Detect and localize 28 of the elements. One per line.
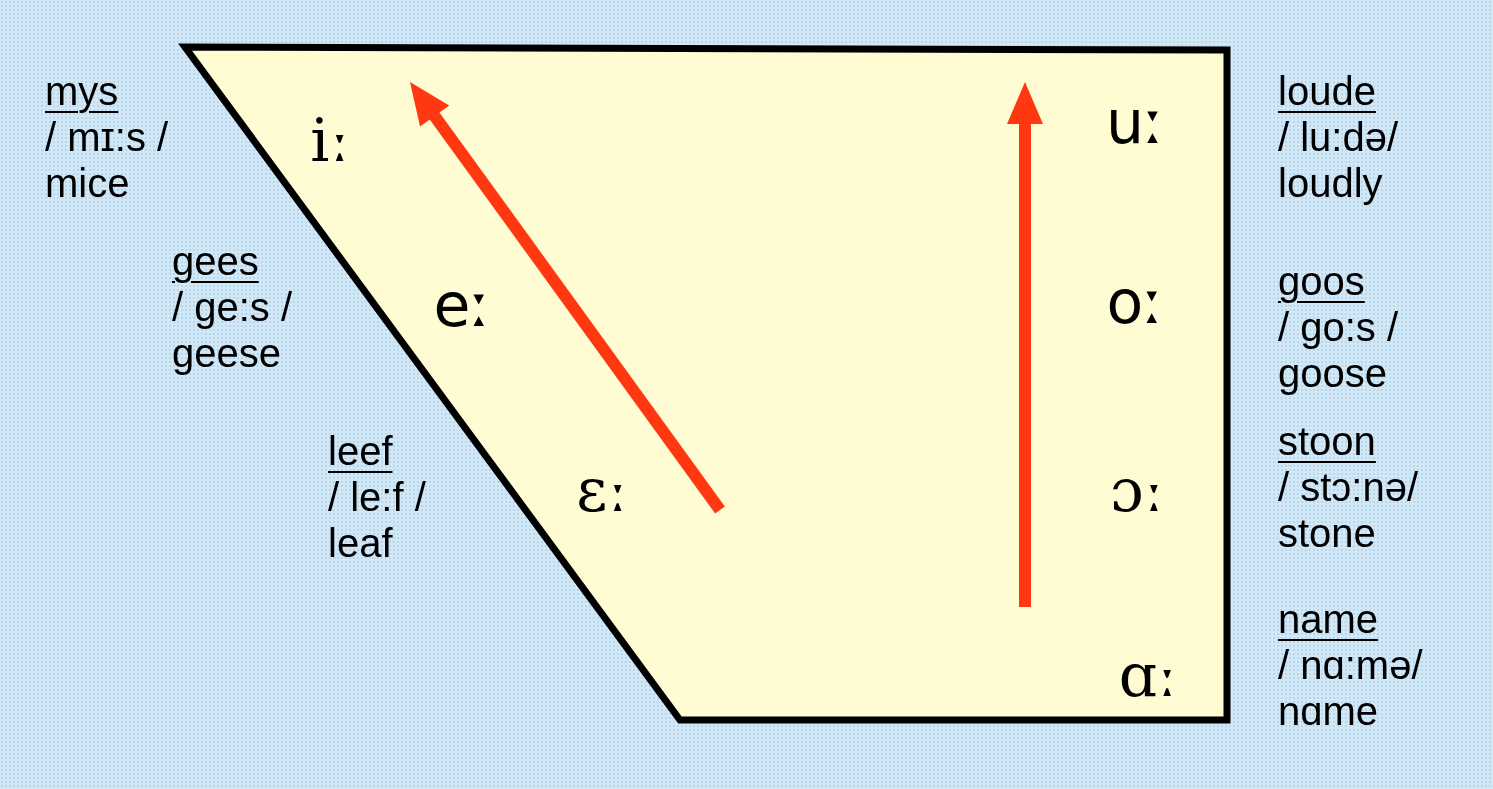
transcription-label: / nɑ:mə/ — [1278, 642, 1423, 688]
gloss-label: geese — [172, 330, 282, 376]
transcription-label: / go:s / — [1278, 304, 1399, 350]
vowel-symbol: ɔː — [1110, 458, 1164, 522]
word-label: loude — [1278, 68, 1377, 114]
transcription-label: / stɔ:nə/ — [1278, 464, 1419, 510]
word-label: leef — [328, 428, 394, 474]
gloss-label: stone — [1278, 510, 1377, 556]
transcription-label: / mɪ:s / — [45, 114, 169, 160]
gloss-label: leaf — [328, 520, 394, 566]
vowel-symbol: ɑː — [1118, 643, 1178, 707]
vowel-symbol: iː — [310, 108, 350, 172]
vowel-symbol: eː — [433, 273, 491, 337]
vowel-symbol: ɛː — [576, 458, 628, 522]
gloss-label: loudly — [1278, 160, 1384, 206]
word-label: goos — [1278, 258, 1366, 304]
word-label: gees — [172, 238, 260, 284]
transcription-label: / le:f / — [328, 474, 426, 520]
vowel-symbol: oː — [1106, 270, 1164, 334]
word-label: name — [1278, 596, 1380, 642]
word-label: stoon — [1278, 418, 1377, 464]
gloss-label: goose — [1278, 350, 1388, 396]
word-label: mys — [45, 68, 120, 114]
transcription-label: / ge:s / — [172, 284, 293, 330]
vowel-symbol: uː — [1105, 90, 1165, 154]
gloss-label: mice — [45, 160, 131, 206]
gloss-label: nɑme — [1278, 688, 1380, 734]
transcription-label: / lu:də/ — [1278, 114, 1399, 160]
